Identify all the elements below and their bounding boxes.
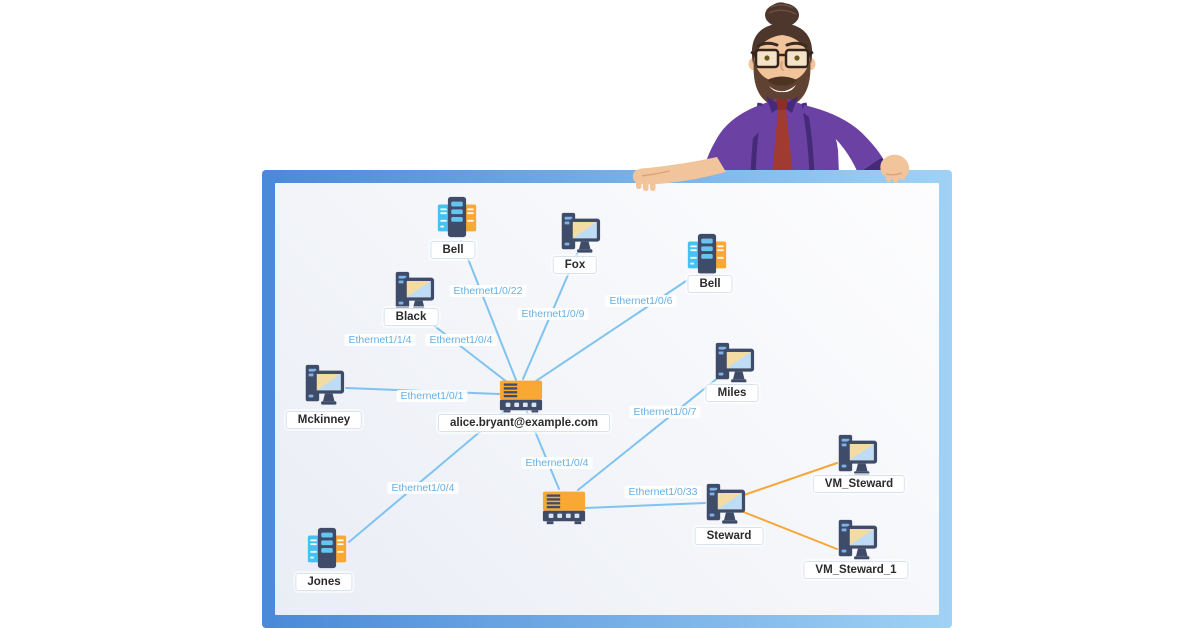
switch-icon <box>498 371 544 417</box>
interface-label: Ethernet1/0/4 <box>387 482 459 494</box>
person-hands <box>632 154 910 191</box>
interface-label: Ethernet1/0/22 <box>449 285 527 297</box>
device-label-mckinney: Mckinney <box>285 411 363 429</box>
device-label-jones: Jones <box>295 573 353 591</box>
computer-icon <box>833 517 879 563</box>
interface-label: Ethernet1/0/4 <box>425 334 497 346</box>
server-icon <box>434 194 480 240</box>
interface-label: Ethernet1/0/1 <box>396 390 468 402</box>
device-label-black: Black <box>383 308 439 326</box>
computer-icon <box>300 362 346 408</box>
left-forearm-hand <box>632 157 726 191</box>
computer-icon <box>390 269 436 315</box>
computer-icon <box>833 432 879 478</box>
device-label-fox: Fox <box>552 256 598 274</box>
interface-label: Ethernet1/0/33 <box>624 486 702 498</box>
server-icon <box>304 525 350 571</box>
switch-icon <box>541 482 587 528</box>
interface-label: Ethernet1/0/6 <box>605 295 677 307</box>
computer-icon <box>710 340 756 386</box>
interface-label: Ethernet1/0/9 <box>517 308 589 320</box>
device-label-vm-steward-1: VM_Steward_1 <box>803 561 909 579</box>
computer-icon <box>701 481 747 527</box>
device-label-alice-switch: alice.bryant@example.com <box>437 414 611 432</box>
device-label-miles: Miles <box>705 384 759 402</box>
server-icon <box>684 231 730 277</box>
computer-icon <box>556 210 602 256</box>
device-label-bell-right: Bell <box>687 275 733 293</box>
glasses-icon <box>750 48 814 69</box>
device-label-vm-steward: VM_Steward <box>812 475 906 493</box>
interface-label: Ethernet1/0/4 <box>521 457 593 469</box>
device-label-steward: Steward <box>694 527 764 545</box>
interface-label: Ethernet1/1/4 <box>344 334 416 346</box>
device-label-bell-top: Bell <box>430 241 476 259</box>
right-hand <box>880 154 910 183</box>
interface-label: Ethernet1/0/7 <box>629 406 701 418</box>
